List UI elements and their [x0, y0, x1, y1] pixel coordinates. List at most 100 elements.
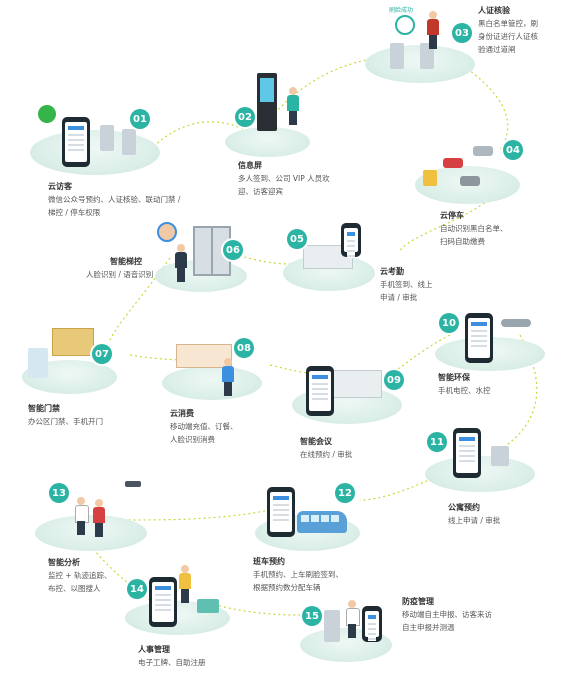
car-icon	[473, 146, 493, 156]
node-title: 人事管理	[138, 645, 170, 654]
turnstile-icon	[420, 43, 434, 69]
node-platform	[162, 366, 262, 400]
node-title: 智能环保	[438, 373, 470, 382]
node-title: 信息屏	[238, 161, 262, 170]
turnstile-icon	[100, 125, 114, 151]
turnstile-icon	[122, 129, 136, 155]
id-badge-icon	[197, 599, 219, 613]
phone-icon	[465, 313, 493, 363]
node-description: 监控 + 轨迹追踪、 布控、以图搜人	[48, 571, 112, 593]
step-badge: 04	[503, 140, 523, 160]
node-platform	[30, 130, 160, 175]
meeting-table-icon	[330, 370, 382, 398]
node-smart-analysis: 13	[35, 475, 155, 555]
node-info-screen: 02	[225, 65, 315, 160]
glass-door-icon	[28, 348, 48, 378]
node-cloud-consumption: 08	[162, 330, 267, 405]
node-description: 多人签到、公司 VIP 人员欢 迎、访客迎宾	[238, 174, 330, 196]
faucet-icon	[501, 319, 531, 327]
person-icon	[222, 358, 234, 398]
step-badge: 14	[127, 579, 147, 599]
temperature-gate-icon	[324, 610, 340, 642]
node-title: 智能梯控	[110, 257, 142, 266]
node-cloud-visitor: 01	[30, 95, 165, 180]
phone-icon	[62, 117, 90, 167]
person-icon	[179, 565, 191, 605]
face-icon	[395, 15, 415, 35]
node-title: 云考勤	[380, 267, 404, 276]
step-badge: 13	[49, 483, 69, 503]
kiosk-icon	[257, 73, 277, 131]
node-description: 线上申请 / 审批	[448, 516, 501, 525]
face-recognition-tag: 刷脸成功	[389, 7, 414, 14]
node-title: 防疫管理	[402, 597, 434, 606]
node-hr-management: 14	[125, 563, 235, 638]
phone-icon	[306, 366, 334, 416]
step-badge: 01	[130, 109, 150, 129]
node-title: 云访客	[48, 182, 72, 191]
node-description: 微信公众号预约、人证核验、联动门禁 / 梯控 / 停车权限	[48, 195, 181, 217]
step-badge: 06	[223, 240, 243, 260]
node-shuttle-booking: 12	[255, 475, 365, 555]
reception-desk-icon	[52, 328, 94, 356]
phone-icon	[362, 606, 382, 642]
step-badge: 15	[302, 606, 322, 626]
phone-icon	[453, 428, 481, 478]
node-title: 智能会议	[300, 437, 332, 446]
wechat-icon	[38, 105, 56, 123]
node-title: 公寓预约	[448, 503, 480, 512]
person-icon	[287, 87, 299, 127]
node-title: 智能门禁	[28, 404, 60, 413]
parking-booth-icon	[423, 170, 437, 186]
node-cloud-parking: 04	[415, 138, 525, 208]
gate-icon	[491, 446, 509, 466]
node-apartment-booking: 11	[425, 420, 540, 495]
person-icon	[346, 600, 360, 640]
camera-icon	[125, 481, 141, 487]
node-description: 移动端充值、订餐、 人脸识别消费	[170, 422, 238, 444]
node-title: 云消费	[170, 409, 194, 418]
step-badge: 07	[92, 344, 112, 364]
turnstile-icon	[390, 43, 404, 69]
step-badge: 09	[384, 370, 404, 390]
node-id-verification: 刷脸成功 03	[365, 5, 480, 85]
car-icon	[460, 176, 480, 186]
node-description: 在线预约 / 审批	[300, 450, 353, 459]
step-badge: 02	[235, 107, 255, 127]
person-icon	[427, 11, 439, 51]
person-icon	[175, 244, 187, 284]
node-description: 办公区门禁、手机开门	[28, 417, 103, 426]
car-icon	[443, 158, 463, 168]
node-title: 班车预约	[253, 557, 285, 566]
node-description: 自动识别黑白名单、 扫码自助缴费	[440, 224, 508, 246]
person-icon	[75, 497, 89, 537]
phone-icon	[341, 223, 361, 258]
step-badge: 05	[287, 229, 307, 249]
node-description: 手机电控、水控	[438, 386, 491, 395]
node-smart-elevator: 06	[155, 220, 250, 295]
step-badge: 12	[335, 483, 355, 503]
step-badge: 11	[427, 432, 447, 452]
bus-icon	[297, 511, 347, 533]
node-title: 人证核验	[478, 6, 510, 15]
food-counter-icon	[176, 344, 232, 368]
node-smart-meeting: 09	[292, 342, 407, 427]
step-badge: 03	[452, 23, 472, 43]
node-description: 电子工牌、自助注册	[138, 658, 206, 667]
person-icon	[93, 499, 105, 539]
node-epidemic-prevention: 15	[300, 592, 395, 667]
phone-icon	[267, 487, 295, 537]
node-description: 人脸识别 / 语音识别	[86, 270, 154, 279]
face-icon	[157, 222, 177, 242]
phone-icon	[149, 577, 177, 627]
node-smart-eco: 10	[435, 305, 550, 375]
node-title: 云停车	[440, 211, 464, 220]
node-description: 黑白名单管控，刷 身份证进行人证核 验通过道闸	[478, 19, 538, 54]
node-description: 移动端自主申报、访客来访 自主申报并测温	[402, 610, 492, 632]
node-cloud-attendance: 05	[283, 215, 378, 295]
step-badge: 08	[234, 338, 254, 358]
node-title: 智能分析	[48, 558, 80, 567]
node-description: 手机签到、线上 申请 / 审批	[380, 280, 433, 302]
node-description: 手机预约、上车刷脸签到、 根据预约数分配车辆	[253, 570, 343, 592]
